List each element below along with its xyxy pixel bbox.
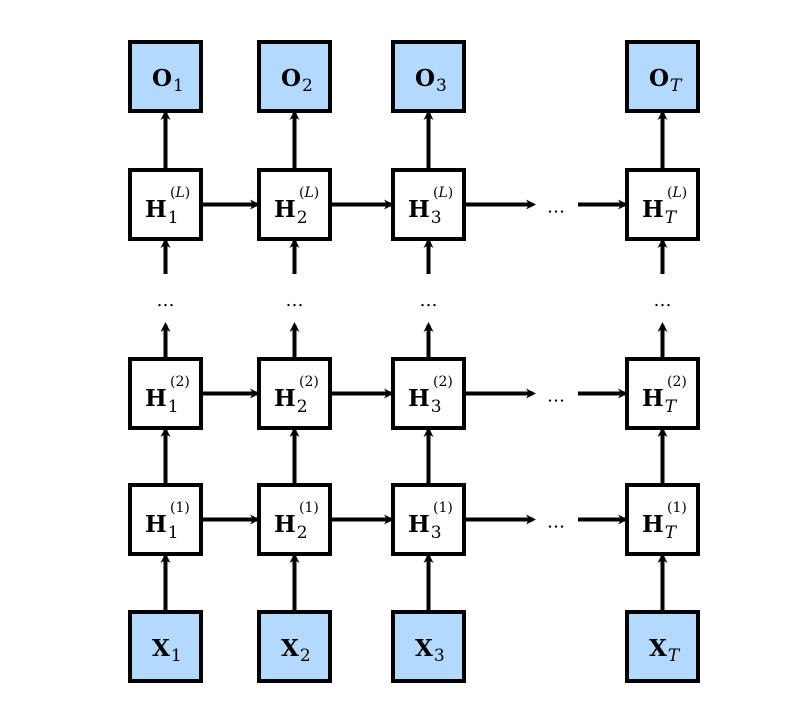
- input-node-1-box: [128, 610, 203, 683]
- hidden-node-L-1-label: H1: [145, 196, 179, 228]
- hidden-node-1-T-superscript: (1): [667, 500, 687, 516]
- output-node-3: O3: [391, 40, 466, 113]
- hidden-node-2-3: H3(2): [391, 357, 466, 430]
- hidden-node-L-T-box: [625, 168, 700, 241]
- output-node-1: O1: [128, 40, 203, 113]
- hidden-node-L-T-superscript: (L): [667, 185, 687, 201]
- hidden-node-2-1-box: [128, 357, 203, 430]
- hidden-node-L-1: H1(L): [128, 168, 203, 241]
- hidden-node-1-1-superscript: (1): [170, 500, 190, 516]
- hidden-node-2-2: H2(2): [257, 357, 332, 430]
- hidden-node-1-T: HT(1): [625, 483, 700, 556]
- hidden-node-L-1-box: [128, 168, 203, 241]
- output-node-1-label: O1: [152, 65, 184, 96]
- hidden-node-1-1: H1(1): [128, 483, 203, 556]
- hidden-node-2-3-superscript: (2): [433, 374, 453, 390]
- hidden-node-L-3-superscript: (L): [433, 185, 453, 201]
- hidden-node-L-2-box: [257, 168, 332, 241]
- hidden-node-2-1-superscript: (2): [170, 374, 190, 390]
- input-node-1-label: X1: [152, 635, 182, 666]
- input-node-1: X1: [128, 610, 203, 683]
- vertical-ellipsis-3: …: [420, 290, 438, 311]
- hidden-node-2-2-box: [257, 357, 332, 430]
- hidden-node-2-T-label: HT: [642, 385, 678, 417]
- output-node-3-box: [391, 40, 466, 113]
- hidden-node-L-3: H3(L): [391, 168, 466, 241]
- input-node-2: X2: [257, 610, 332, 683]
- hidden-node-2-2-label: H2: [274, 385, 308, 417]
- input-node-T-label: XT: [649, 635, 681, 666]
- output-node-T: OT: [625, 40, 700, 113]
- hidden-node-1-2: H2(1): [257, 483, 332, 556]
- hidden-node-L-3-label: H3: [408, 196, 442, 228]
- hidden-node-2-3-label: H3: [408, 385, 442, 417]
- hidden-node-1-1-box: [128, 483, 203, 556]
- vertical-ellipsis-T: …: [654, 290, 672, 311]
- hidden-node-1-2-box: [257, 483, 332, 556]
- input-node-T: XT: [625, 610, 700, 683]
- horizontal-ellipsis-layer2: …: [547, 512, 565, 533]
- hidden-node-L-1-superscript: (L): [170, 185, 190, 201]
- hidden-node-1-T-box: [625, 483, 700, 556]
- input-node-3-box: [391, 610, 466, 683]
- hidden-node-2-2-superscript: (2): [299, 374, 319, 390]
- hidden-node-2-T: HT(2): [625, 357, 700, 430]
- hidden-node-1-1-label: H1: [145, 511, 179, 543]
- hidden-node-L-T-label: HT: [642, 196, 678, 228]
- output-node-1-box: [128, 40, 203, 113]
- hidden-node-1-3: H3(1): [391, 483, 466, 556]
- output-node-T-label: OT: [649, 65, 683, 96]
- hidden-node-L-2-label: H2: [274, 196, 308, 228]
- hidden-node-2-T-superscript: (2): [667, 374, 687, 390]
- output-node-2-label: O2: [281, 65, 313, 96]
- hidden-node-2-3-box: [391, 357, 466, 430]
- hidden-node-1-3-box: [391, 483, 466, 556]
- input-node-3: X3: [391, 610, 466, 683]
- input-node-3-label: X3: [415, 635, 445, 666]
- nodes-layer: …………………O1X1H1(L)H1(2)H1(1)O2X2H2(L)H2(2)…: [128, 40, 700, 683]
- input-node-2-box: [257, 610, 332, 683]
- horizontal-ellipsis-layer1: …: [547, 386, 565, 407]
- input-node-2-label: X2: [281, 635, 311, 666]
- output-node-2: O2: [257, 40, 332, 113]
- output-node-T-box: [625, 40, 700, 113]
- hidden-node-L-2-superscript: (L): [299, 185, 319, 201]
- hidden-node-L-2: H2(L): [257, 168, 332, 241]
- vertical-ellipsis-2: …: [286, 290, 304, 311]
- output-node-2-box: [257, 40, 332, 113]
- hidden-node-1-3-label: H3: [408, 511, 442, 543]
- hidden-node-2-1: H1(2): [128, 357, 203, 430]
- hidden-node-1-T-label: HT: [642, 511, 678, 543]
- hidden-node-2-T-box: [625, 357, 700, 430]
- horizontal-ellipsis-layer0: …: [547, 197, 565, 218]
- hidden-node-L-3-box: [391, 168, 466, 241]
- vertical-ellipsis-1: …: [157, 290, 175, 311]
- input-node-T-box: [625, 610, 700, 683]
- output-node-3-label: O3: [415, 65, 447, 96]
- hidden-node-2-1-label: H1: [145, 385, 179, 417]
- hidden-node-1-2-label: H2: [274, 511, 308, 543]
- edges-layer: [160, 110, 668, 612]
- hidden-node-L-T: HT(L): [625, 168, 700, 241]
- hidden-node-1-2-superscript: (1): [299, 500, 319, 516]
- hidden-node-1-3-superscript: (1): [433, 500, 453, 516]
